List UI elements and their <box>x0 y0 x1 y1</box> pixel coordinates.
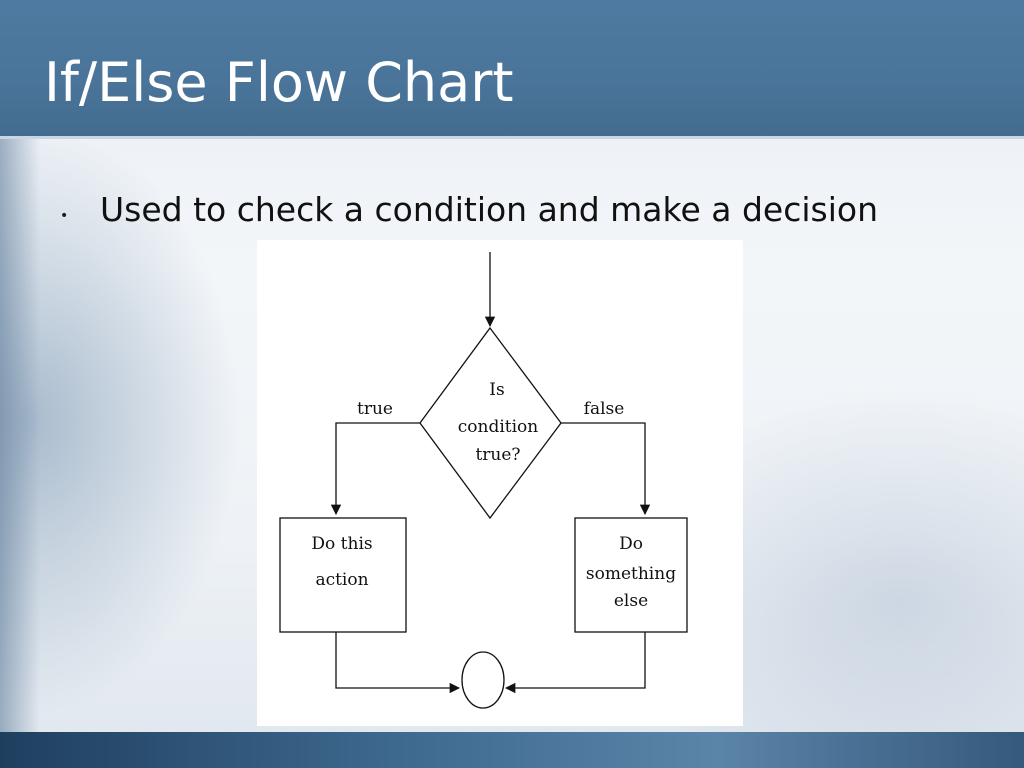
false-action-line3: else <box>614 591 648 611</box>
false-action-line1: Do <box>619 534 643 554</box>
decision-diamond <box>419 326 562 520</box>
flowchart-svg: Is condition true? true false Do this ac… <box>279 252 688 709</box>
bullet-text: Used to check a condition and make a dec… <box>100 190 878 229</box>
slide-title: If/Else Flow Chart <box>44 51 514 114</box>
true-label: true <box>357 399 393 419</box>
merge-connector-circle <box>461 651 505 709</box>
true-action-line2: action <box>315 570 368 590</box>
bullet-marker: • <box>60 208 69 224</box>
flowchart-image: Is condition true? true false Do this ac… <box>257 240 743 726</box>
true-action-box <box>279 517 407 633</box>
decision-text-line3: true? <box>475 445 520 465</box>
true-merge-line <box>335 632 461 694</box>
false-branch-line <box>561 422 651 516</box>
bottom-band <box>0 732 1024 768</box>
false-action-box <box>574 517 688 633</box>
decision-text-line1: Is <box>489 380 504 400</box>
decision-text-line2: condition <box>458 417 539 437</box>
false-merge-line <box>504 632 646 694</box>
false-action-line2: something <box>586 564 676 584</box>
true-branch-line <box>330 422 420 516</box>
true-action-line1: Do this <box>311 534 372 554</box>
title-bar: If/Else Flow Chart <box>0 0 1024 139</box>
left-shade <box>0 138 40 738</box>
false-label: false <box>584 399 625 419</box>
